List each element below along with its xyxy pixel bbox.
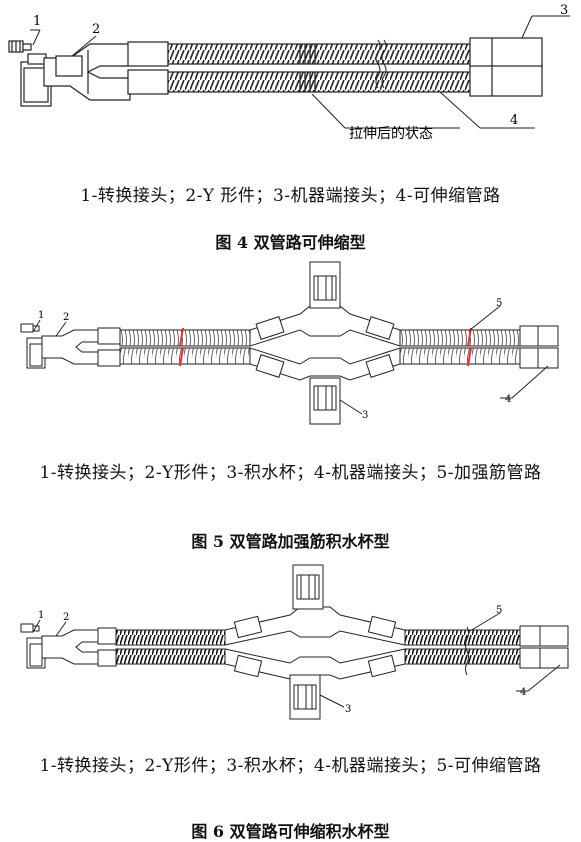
callout-2: 2 — [63, 612, 69, 623]
water-trap-top — [292, 564, 324, 610]
callout-1: 1 — [33, 14, 41, 29]
figure-6-drawing: 1 2 3 4 5 — [20, 564, 569, 720]
figure-5: 1 2 3 4 5 1-转换接头；2-Y形件；3-积水杯；4-机器端接头；5-加… — [0, 250, 581, 551]
diamond-manifold — [224, 606, 406, 680]
left-tubes — [97, 627, 226, 667]
callout-3: 3 — [362, 410, 368, 421]
y-piece — [41, 629, 101, 665]
water-trap-bottom — [309, 377, 341, 425]
diamond-manifold — [249, 305, 401, 381]
upper-tube — [127, 37, 543, 69]
callout-1: 1 — [38, 310, 44, 321]
callout-2: 2 — [63, 312, 69, 323]
converter-adapter — [20, 323, 46, 369]
callout-3: 3 — [560, 3, 568, 18]
figure-4-caption: 图 4 双管路可伸缩型 — [215, 233, 366, 252]
water-trap-bottom — [289, 674, 321, 720]
leader-lines — [32, 305, 549, 415]
y-piece — [41, 329, 101, 365]
figure-4: 1 2 3 4 拉伸后的状态 1-转换接头；2-Y 形件；3-机器端接头；4-可… — [0, 0, 581, 252]
break-marks — [375, 39, 387, 89]
callout-4: 4 — [520, 687, 526, 698]
leader-lines — [30, 15, 570, 129]
right-tubes — [404, 625, 569, 669]
figure-4-legend: 1-转换接头；2-Y 形件；3-机器端接头；4-可伸缩管路 — [80, 186, 501, 206]
callout-4: 4 — [505, 394, 511, 405]
stretched-state-label: 拉伸后的状态 — [349, 126, 433, 142]
break-marks — [465, 626, 469, 676]
converter-adapter — [20, 623, 46, 669]
figure-4-drawing: 1 2 3 4 拉伸后的状态 — [8, 3, 570, 142]
leader-lines — [32, 612, 561, 708]
callout-5: 5 — [496, 605, 502, 616]
figure-5-drawing: 1 2 3 4 5 — [20, 261, 559, 425]
callout-2: 2 — [92, 22, 100, 37]
callout-1: 1 — [38, 610, 44, 621]
callout-5: 5 — [496, 298, 502, 309]
lower-tube — [127, 65, 543, 97]
figure-6-legend: 1-转换接头；2-Y形件；3-积水杯；4-机器端接头；5-可伸缩管路 — [39, 756, 542, 776]
callout-4: 4 — [510, 113, 518, 128]
figure-6-caption: 图 6 双管路可伸缩积水杯型 — [191, 822, 390, 841]
figure-5-legend: 1-转换接头；2-Y形件；3-积水杯；4-机器端接头；5-加强筋管路 — [39, 463, 542, 483]
right-tubes — [399, 325, 559, 369]
left-tubes — [97, 327, 251, 367]
water-trap-top — [309, 261, 341, 309]
callout-3: 3 — [345, 704, 351, 715]
figure-6: 1 2 3 4 5 1-转换接头；2-Y形件；3-积水杯；4-机器端接头；5-可… — [0, 555, 581, 842]
y-piece — [43, 43, 131, 101]
figure-5-caption: 图 5 双管路加强筋积水杯型 — [191, 532, 390, 551]
stretched-section — [299, 44, 316, 92]
